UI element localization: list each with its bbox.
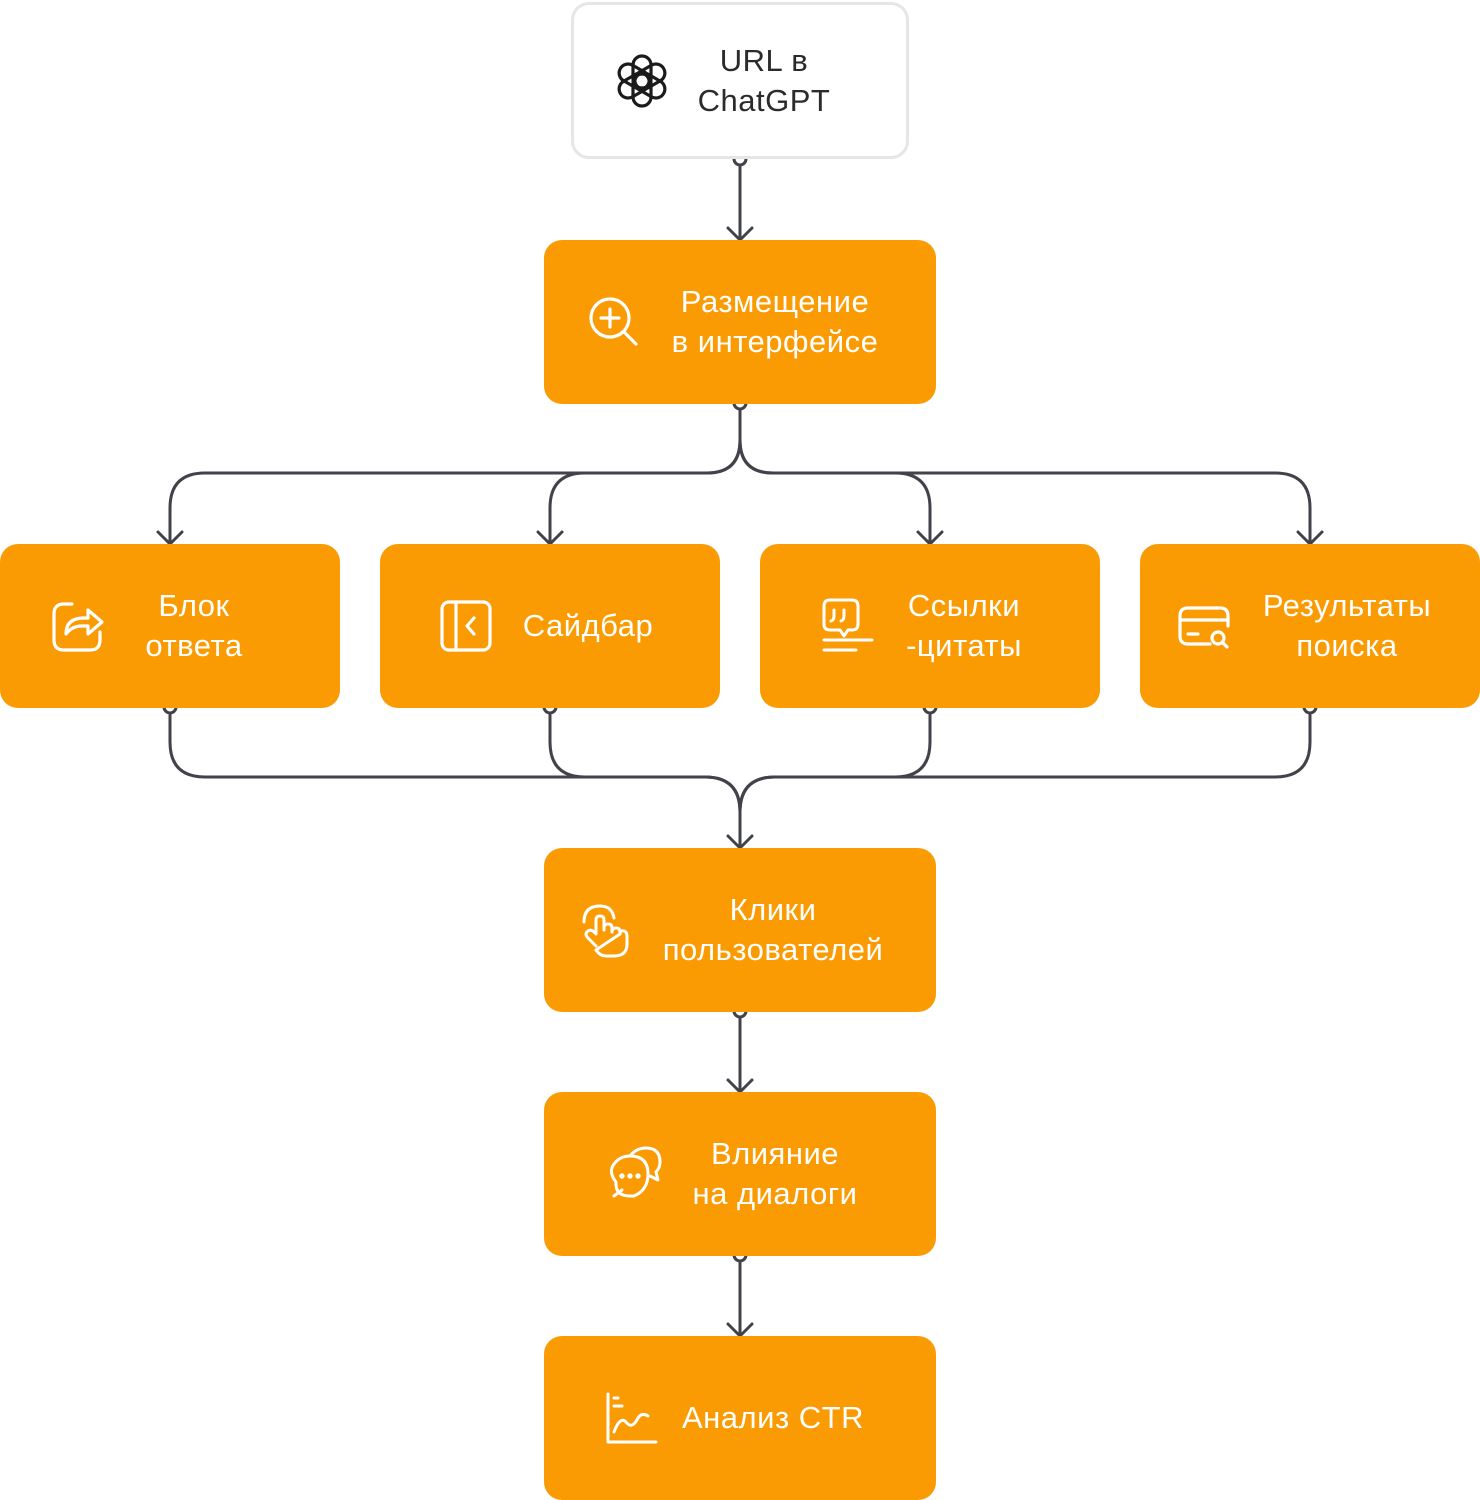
node-label: Результаты поиска — [1234, 586, 1460, 666]
label-line-2: -цитаты — [906, 628, 1022, 663]
label-line-2: в интерфейсе — [671, 324, 879, 359]
label-line-1: Результаты — [1262, 588, 1432, 623]
label-line-2: на диалоги — [692, 1176, 858, 1211]
edge-placement-citations — [738, 438, 932, 546]
label-line-1: Влияние — [710, 1136, 840, 1171]
node-clicks: Клики пользователей — [544, 848, 936, 1012]
node-label: Клики пользователей — [636, 890, 910, 970]
edge-placement-sidebar — [548, 438, 742, 546]
edge-results-clicks — [738, 712, 1312, 814]
label-line-2: ответа — [145, 628, 243, 663]
node-label: Сайдбар — [496, 606, 680, 646]
zoom-in-icon — [584, 292, 644, 352]
node-start: URL в ChatGPT — [571, 2, 909, 159]
node-citations: Ссылки -цитаты — [760, 544, 1100, 708]
label-line-2: поиска — [1296, 628, 1398, 663]
node-placement: Размещение в интерфейсе — [544, 240, 936, 404]
pointer-hand-icon — [576, 900, 636, 960]
node-ctr: Анализ CTR — [544, 1336, 936, 1500]
label-line-2: ChatGPT — [697, 82, 831, 118]
edge-answer-clicks — [168, 712, 742, 850]
chat-bubbles-icon — [604, 1144, 664, 1204]
node-label: Влияние на диалоги — [664, 1134, 886, 1214]
label-line-1: URL в — [719, 42, 809, 78]
line-chart-icon — [600, 1388, 660, 1448]
node-label: Блок ответа — [108, 586, 280, 666]
node-label: Ссылки -цитаты — [878, 586, 1050, 666]
node-search-results: Результаты поиска — [1140, 544, 1480, 708]
label-line-1: Ссылки — [907, 588, 1021, 623]
label-line-1: Сайдбар — [522, 608, 654, 643]
edge-placement-results — [738, 438, 1312, 546]
edge-sidebar-clicks — [548, 712, 742, 814]
label-line-1: Размещение — [680, 284, 870, 319]
sidebar-collapse-icon — [436, 596, 496, 656]
node-label: URL в ChatGPT — [672, 41, 856, 121]
edge-placement-answer — [168, 408, 742, 546]
share-icon — [48, 596, 108, 656]
node-label: Размещение в интерфейсе — [644, 282, 906, 362]
quote-icon — [818, 596, 878, 656]
node-sidebar: Сайдбар — [380, 544, 720, 708]
label-line-1: Блок — [158, 588, 230, 623]
edge-citations-clicks — [738, 712, 932, 814]
node-answer-block: Блок ответа — [0, 544, 340, 708]
openai-logo-icon — [612, 51, 672, 111]
search-card-icon — [1174, 596, 1234, 656]
label-line-1: Клики — [729, 892, 817, 927]
node-label: Анализ CTR — [660, 1398, 886, 1438]
label-line-1: Анализ CTR — [682, 1400, 864, 1435]
node-dialogs: Влияние на диалоги — [544, 1092, 936, 1256]
label-line-2: пользователей — [662, 932, 884, 967]
